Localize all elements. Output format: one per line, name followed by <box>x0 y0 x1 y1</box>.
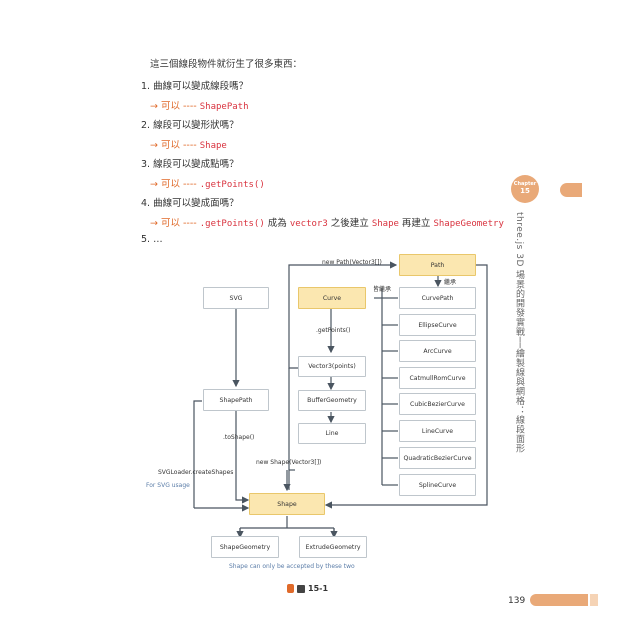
code-shape: Shape <box>199 141 227 151</box>
box-svg: SVG <box>203 287 269 309</box>
label-accepted-note: Shape can only be accepted by these two <box>229 563 355 570</box>
box-shape: Shape <box>249 493 325 515</box>
box-shapepath: ShapePath <box>203 389 269 411</box>
answer-text: 之後建立 <box>327 218 372 229</box>
page-tab <box>530 594 588 606</box>
box-quadraticbeziercurve: QuadraticBezierCurve <box>399 447 476 469</box>
box-line: Line <box>298 423 366 444</box>
box-splinecurve: SplineCurve <box>399 474 476 496</box>
answer-prefix: → 可以 ---- <box>150 140 197 151</box>
label-getpoints: .getPoints() <box>316 327 351 334</box>
code-shape: Shape <box>371 219 399 229</box>
question-1: 1. 曲線可以變成線段嗎？ <box>141 81 249 92</box>
answer-text: 再建立 <box>398 218 434 229</box>
code-getpoints: .getPoints() <box>199 219 265 229</box>
figure-caption: 15-1 <box>287 584 328 593</box>
label-svgloader: SVGLoader.createShapes <box>158 469 234 476</box>
code-getpoints: .getPoints() <box>199 180 265 190</box>
page-number: 139 <box>508 596 526 606</box>
box-cubicbeziercurve: CubicBezierCurve <box>399 393 476 415</box>
box-shapegeometry: ShapeGeometry <box>211 536 279 558</box>
answer-prefix: → 可以 ---- <box>150 218 197 229</box>
vertical-chapter-title: three.js 3D 場景的開發實戰──繪製線與網格：線段面形 <box>514 212 524 454</box>
box-vector3points: Vector3(points) <box>298 356 366 377</box>
box-curvepath: CurvePath <box>399 287 476 309</box>
answer-prefix: → 可以 ---- <box>150 101 197 112</box>
box-path: Path <box>399 254 476 276</box>
page-tab-edge <box>590 594 598 606</box>
chapter-label: Chapter <box>513 181 537 187</box>
chapter-badge: Chapter 15 <box>511 175 539 203</box>
label-for-svg: For SVG usage <box>146 482 190 489</box>
box-extrudegeometry: ExtrudeGeometry <box>299 536 367 558</box>
label-all-inherit: 皆繼承 <box>373 286 392 293</box>
label-new-path: new Path(Vector3[]) <box>322 259 382 266</box>
box-buffergeometry: BufferGeometry <box>298 390 366 411</box>
answer-4: → 可以 ---- .getPoints() 成為 vector3 之後建立 S… <box>150 215 504 229</box>
label-new-shape: new Shape(Vector3[]) <box>256 459 322 466</box>
label-inherit: 繼承 <box>444 279 457 286</box>
answer-3: → 可以 ---- .getPoints() <box>150 176 265 190</box>
figure-number: 15-1 <box>308 584 329 593</box>
question-3: 3. 線段可以變成點嗎？ <box>141 159 239 170</box>
box-arccurve: ArcCurve <box>399 340 476 362</box>
code-shapepath: ShapePath <box>199 102 249 112</box>
intro-text: 這三個線段物件就衍生了很多東西： <box>150 59 303 70</box>
question-5: 5. … <box>141 234 163 245</box>
box-ellipsecurve: EllipseCurve <box>399 314 476 336</box>
answer-text: 成為 <box>264 218 290 229</box>
answer-1: → 可以 ---- ShapePath <box>150 98 249 112</box>
code-vector3: vector3 <box>289 219 328 229</box>
question-4: 4. 曲線可以變成面嗎？ <box>141 198 239 209</box>
code-shapegeometry: ShapeGeometry <box>433 219 504 229</box>
label-toshape: .toShape() <box>223 434 255 441</box>
image-icon <box>297 584 305 593</box>
chapter-tab <box>560 183 582 197</box>
answer-2: → 可以 ---- Shape <box>150 137 227 151</box>
box-catmullromcurve: CatmullRomCurve <box>399 367 476 389</box>
figure-badge-icon <box>287 584 294 593</box>
chapter-number: 15 <box>520 187 530 195</box>
box-curve: Curve <box>298 287 366 309</box>
question-2: 2. 線段可以變形狀嗎？ <box>141 120 239 131</box>
answer-prefix: → 可以 ---- <box>150 179 197 190</box>
box-linecurve: LineCurve <box>399 420 476 442</box>
